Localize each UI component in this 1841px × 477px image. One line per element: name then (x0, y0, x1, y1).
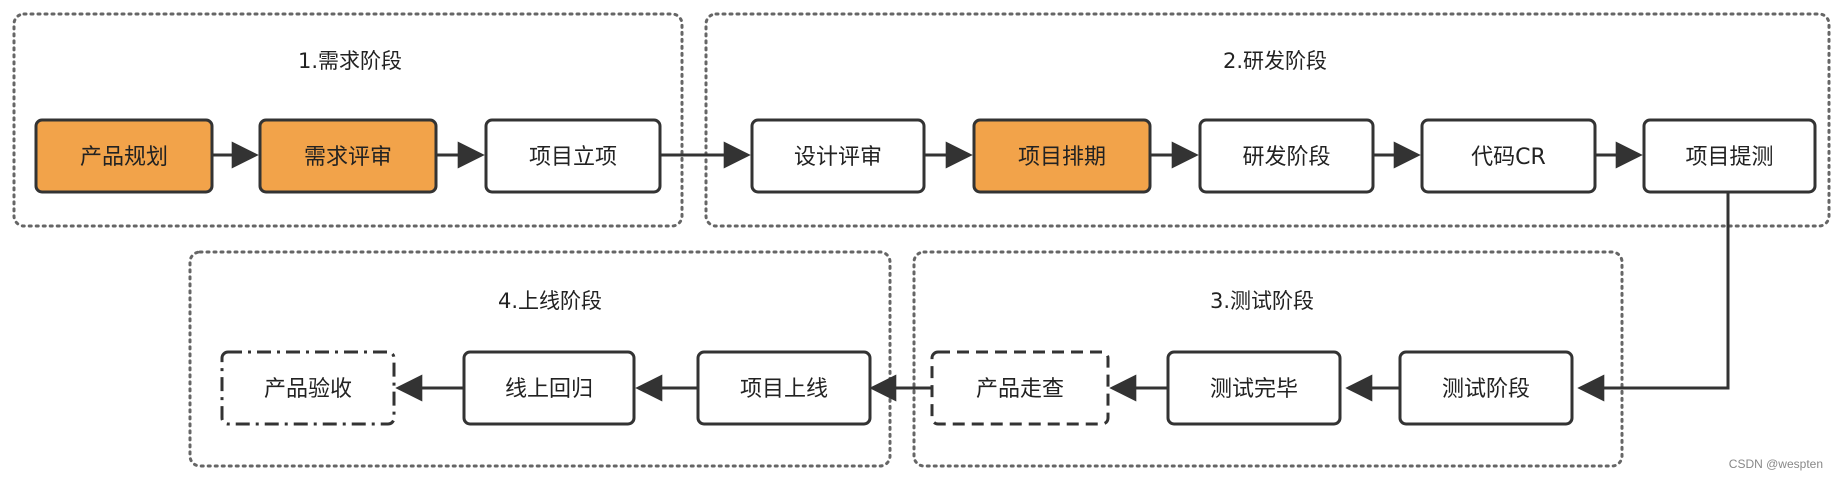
node-label: 研发阶段 (1242, 145, 1330, 170)
node-box (750, 118, 926, 194)
node-label: 项目上线 (740, 377, 828, 402)
arrow-n8-n9 (1577, 192, 1730, 402)
node-label: 测试阶段 (1442, 377, 1530, 402)
process-node-n4: 设计评审 (750, 118, 926, 194)
node-box (1166, 350, 1342, 426)
node-box (220, 350, 396, 426)
node-label: 产品走查 (976, 377, 1064, 402)
node-label: 产品规划 (80, 145, 168, 170)
node-label: 产品验收 (264, 377, 352, 402)
process-node-n13: 线上回归 (462, 350, 636, 426)
process-node-n7: 代码CR (1420, 118, 1597, 194)
process-node-n12: 项目上线 (696, 350, 872, 426)
node-box (1198, 118, 1375, 194)
process-node-n9: 测试阶段 (1398, 350, 1574, 426)
stage-2-container: 2.研发阶段 (704, 12, 1831, 228)
connectors (212, 141, 1730, 402)
stage-4-title: 4.上线阶段 (498, 289, 602, 313)
stage-3-container: 3.测试阶段 (912, 250, 1624, 468)
process-node-n14: 产品验收 (220, 350, 396, 426)
stage-2-title: 2.研发阶段 (1223, 49, 1327, 73)
node-box (484, 118, 662, 194)
node-label: 项目提测 (1685, 145, 1773, 170)
process-node-n6: 研发阶段 (1198, 118, 1375, 194)
node-box (34, 118, 214, 194)
node-box (258, 118, 438, 194)
process-node-n5: 项目排期 (972, 118, 1152, 194)
stage-3-title: 3.测试阶段 (1210, 289, 1314, 313)
process-node-n1: 产品规划 (34, 118, 214, 194)
node-label: 项目立项 (529, 145, 617, 170)
process-node-n3: 项目立项 (484, 118, 662, 194)
node-box (1420, 118, 1597, 194)
process-node-n10: 测试完毕 (1166, 350, 1342, 426)
stage-1-title: 1.需求阶段 (298, 49, 402, 73)
node-box (972, 118, 1152, 194)
node-label: 设计评审 (794, 145, 882, 170)
stage-1-container: 1.需求阶段 (12, 12, 684, 228)
process-node-n11: 产品走查 (930, 350, 1110, 426)
node-label: 测试完毕 (1210, 377, 1298, 402)
node-box (462, 350, 636, 426)
node-box (696, 350, 872, 426)
stage-4-container: 4.上线阶段 (188, 250, 892, 468)
node-label: 项目排期 (1018, 145, 1106, 170)
node-box (1642, 118, 1817, 194)
process-node-n8: 项目提测 (1642, 118, 1817, 194)
node-box (1398, 350, 1574, 426)
node-box (930, 350, 1110, 426)
process-node-n2: 需求评审 (258, 118, 438, 194)
node-label: 线上回归 (505, 377, 593, 402)
watermark: CSDN @wespten (1728, 457, 1823, 471)
node-label: 代码CR (1471, 145, 1546, 170)
node-label: 需求评审 (304, 145, 392, 170)
